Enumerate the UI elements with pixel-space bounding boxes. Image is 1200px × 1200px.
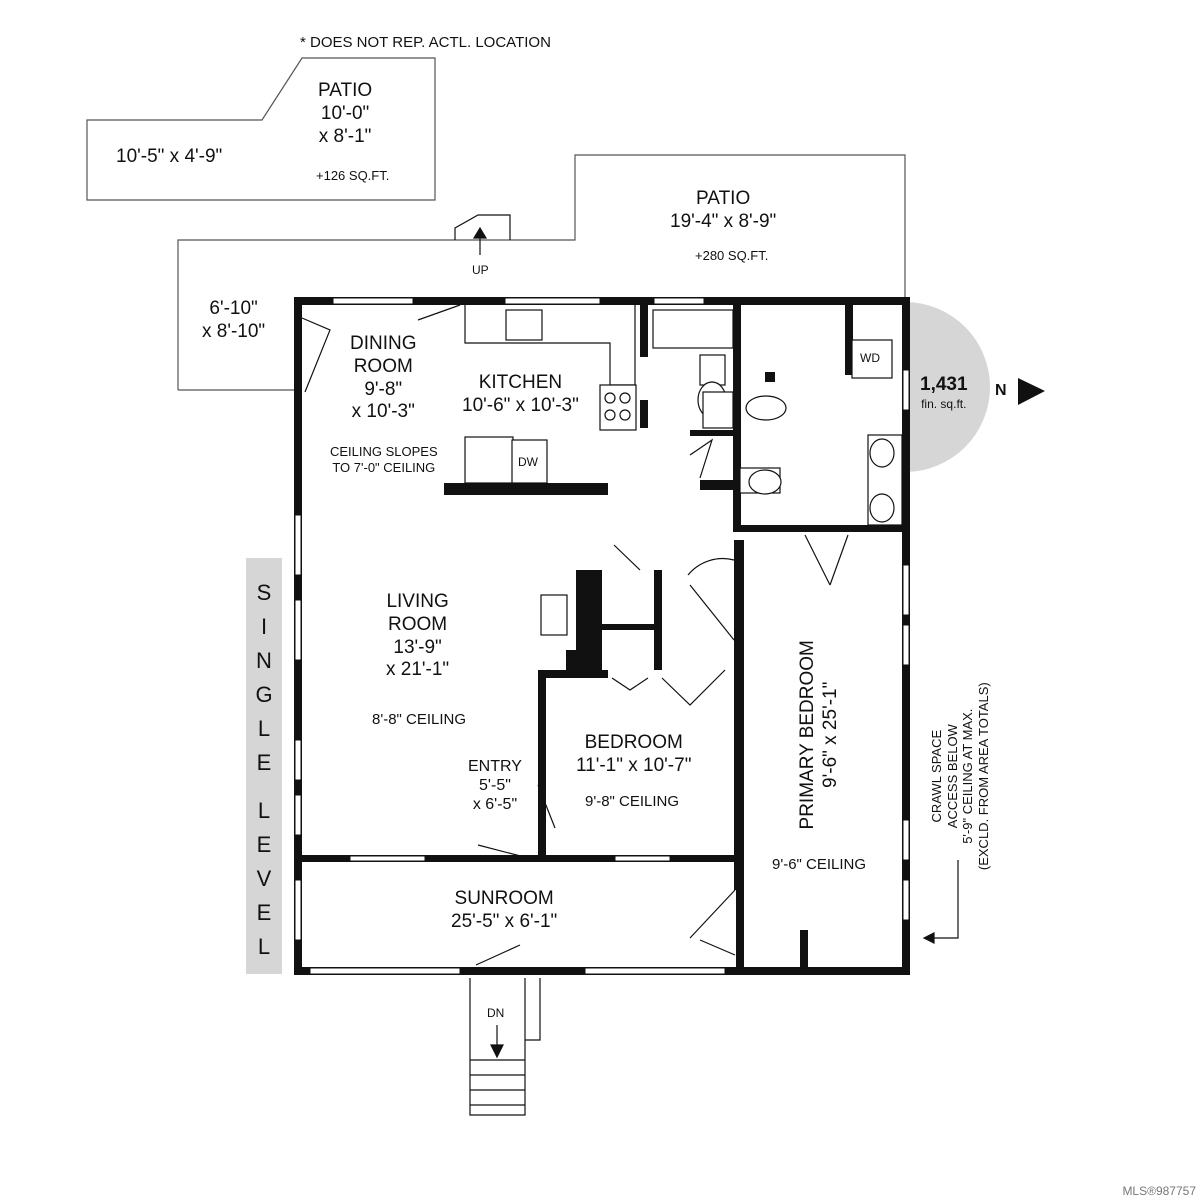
crawl-line3: 5'-9" CEILING AT MAX. — [960, 708, 975, 844]
level-letter: G — [255, 682, 273, 707]
level-letter: L — [257, 798, 271, 823]
crawl-line1: CRAWL SPACE — [928, 729, 944, 823]
primary-dims: 9'-6" x 25'-1" — [820, 681, 841, 788]
doors — [301, 304, 849, 966]
level-letter: L — [257, 934, 271, 959]
north-arrow — [1018, 378, 1045, 405]
kitchen-dims: 10'-6" x 10'-3" — [462, 394, 579, 416]
sunroom-dims: 25'-5" x 6'-1" — [451, 910, 558, 932]
patio-large-dims: 19'-4" x 8'-9" — [670, 210, 777, 232]
living-line2: ROOM — [388, 613, 448, 635]
crawl-line2: ACCESS BELOW — [944, 724, 960, 829]
patio-large-name: PATIO — [696, 188, 751, 209]
dn-label: DN — [487, 1006, 505, 1020]
living-line1: LIVING — [386, 591, 449, 612]
level-letter: E — [256, 832, 272, 857]
primary-label: PRIMARY BEDROOM 9'-6" x 25'-1" — [797, 635, 843, 835]
bedroom-name: BEDROOM — [584, 732, 683, 753]
level-letter: L — [257, 716, 271, 741]
level-letter: I — [260, 614, 268, 639]
patio-side-dim2: x 8'-10" — [202, 320, 266, 342]
north-label: N — [995, 382, 1007, 399]
crawl-arrow — [922, 860, 959, 944]
dw-label: DW — [518, 455, 538, 469]
mls-watermark: MLS®987757 — [1122, 1184, 1196, 1198]
primary-name: PRIMARY BEDROOM — [797, 640, 819, 830]
single-level-banner: S I N G L E L E V E L — [246, 558, 282, 974]
patio-small-area: +126 SQ.FT. — [316, 168, 390, 183]
fixtures — [464, 305, 903, 636]
up-label: UP — [472, 263, 489, 277]
living-ceiling: 8'-8" CEILING — [372, 711, 467, 728]
dining-dim2: x 10'-3" — [351, 401, 415, 423]
level-letter: S — [256, 580, 272, 605]
windows — [294, 297, 910, 975]
patio-side-label: 6'-10" x 8'-10" — [202, 298, 265, 344]
dining-note1: CEILING SLOPES — [330, 444, 438, 459]
patio-small-dim1: 10'-0" — [320, 102, 370, 124]
kitchen-label: KITCHEN 10'-6" x 10'-3" — [462, 372, 579, 418]
kitchen-name: KITCHEN — [478, 372, 563, 393]
area-unit: fin. sq.ft. — [921, 396, 967, 411]
living-label: LIVING ROOM 13'-9" x 21'-1" — [386, 591, 449, 682]
dining-line1: DINING — [350, 333, 417, 354]
patio-side-dim1: 6'-10" — [209, 298, 258, 319]
patio-large-area: +280 SQ.FT. — [695, 248, 769, 263]
wd-label: WD — [860, 351, 880, 365]
dining-label: DINING ROOM 9'-8" x 10'-3" — [350, 333, 417, 424]
dining-note: CEILING SLOPES TO 7'-0" CEILING — [330, 444, 438, 475]
entry-dim1: 5'-5" — [479, 777, 511, 795]
north-circle — [905, 302, 990, 472]
bedroom-dims: 11'-1" x 10'-7" — [576, 754, 692, 776]
sunroom-name: SUNROOM — [454, 888, 554, 909]
dining-dim1: 9'-8" — [364, 378, 403, 400]
bedroom-ceiling: 9'-8" CEILING — [585, 793, 680, 810]
level-letter: E — [256, 900, 272, 925]
area-value: 1,431 — [920, 374, 968, 395]
living-dim1: 13'-9" — [393, 636, 442, 658]
level-letter: N — [256, 648, 272, 673]
bedroom-label: BEDROOM 11'-1" x 10'-7" — [576, 732, 691, 778]
interior-walls — [444, 297, 910, 975]
entry-dim2: x 6'-5" — [472, 796, 518, 814]
dining-line2: ROOM — [353, 355, 413, 377]
patio-small-dim2: x 8'-1" — [318, 125, 372, 147]
patio-outlines — [86, 57, 906, 391]
living-dim2: x 21'-1" — [386, 659, 450, 681]
crawl-line4: (EXCLD. FROM AREA TOTALS) — [975, 682, 991, 871]
patio-small-name: PATIO — [318, 80, 373, 101]
level-letter: V — [256, 866, 272, 891]
patio-small-extra: 10'-5" x 4'-9" — [116, 146, 223, 167]
primary-ceiling: 9'-6" CEILING — [772, 856, 867, 873]
area-label: 1,431 fin. sq.ft. — [920, 374, 968, 411]
level-letter: E — [256, 750, 272, 775]
entry-name: ENTRY — [468, 758, 522, 775]
patio-small-label: PATIO 10'-0" x 8'-1" — [318, 80, 372, 148]
dining-note2: TO 7'-0" CEILING — [332, 459, 436, 475]
sunroom-label: SUNROOM 25'-5" x 6'-1" — [451, 888, 557, 934]
patio-large-label: PATIO 19'-4" x 8'-9" — [670, 188, 776, 234]
crawl-label: CRAWL SPACE ACCESS BELOW 5'-9" CEILING A… — [929, 666, 991, 886]
note-label: * DOES NOT REP. ACTL. LOCATION — [300, 34, 551, 51]
entry-label: ENTRY 5'-5" x 6'-5" — [468, 757, 522, 815]
stairs — [454, 214, 541, 1116]
